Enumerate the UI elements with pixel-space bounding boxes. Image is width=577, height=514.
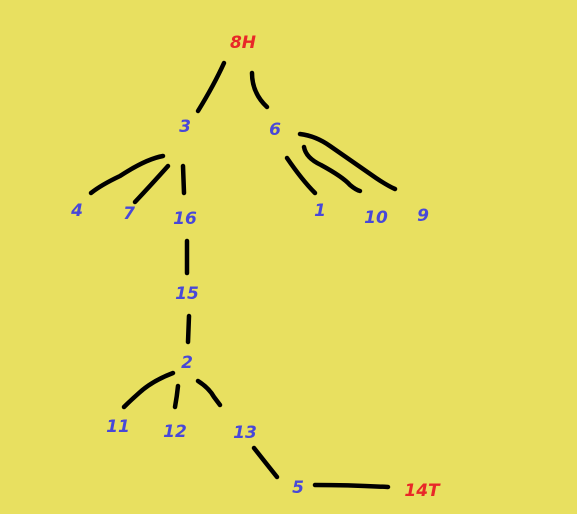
node-4: 4	[70, 201, 83, 221]
node-3: 3	[179, 117, 191, 137]
node-8: 8H	[230, 33, 256, 53]
edge-2-11	[121, 370, 176, 410]
edge-3-7	[132, 163, 171, 205]
edge-13-5	[251, 445, 280, 480]
node-12: 12	[163, 422, 187, 442]
node-16: 16	[173, 209, 197, 229]
node-2: 2	[181, 353, 193, 373]
node-6: 6	[269, 120, 281, 140]
node-14: 14T	[404, 481, 441, 501]
edge-8-3	[195, 60, 227, 114]
edge-3-4	[88, 153, 166, 196]
node-5: 5	[292, 478, 304, 498]
edge-5-14	[312, 482, 391, 490]
edge-6-1	[284, 155, 318, 196]
node-7: 7	[123, 204, 135, 224]
node-13: 13	[233, 423, 257, 443]
node-11: 11	[106, 417, 130, 437]
node-9: 9	[417, 206, 429, 226]
node-1: 1	[314, 201, 326, 221]
edge-2-12	[172, 383, 181, 410]
edge-2-13	[195, 378, 223, 408]
edge-8-6	[249, 70, 270, 110]
edges-layer	[88, 60, 398, 490]
edge-3-16	[180, 163, 187, 196]
edge-6-10	[301, 144, 363, 194]
node-10: 10	[364, 208, 388, 228]
edge-15-2	[185, 313, 192, 345]
nodes-layer: 8H 3 6 4 7 16 1 10 9 15 2 11 12 13 5 14T	[70, 33, 441, 501]
edge-6-9	[297, 131, 398, 192]
node-15: 15	[175, 284, 199, 304]
